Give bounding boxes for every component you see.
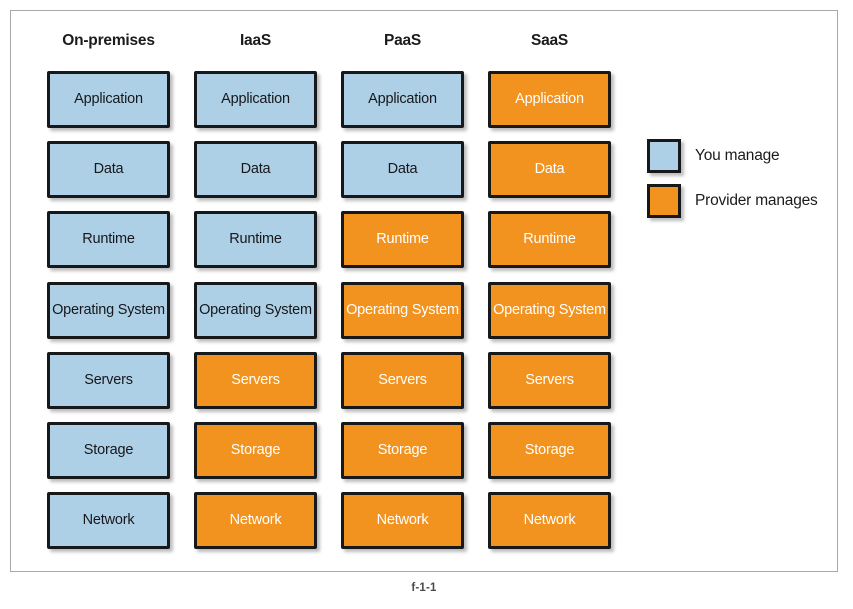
layer-box-label: Application [515, 90, 584, 107]
layer-box-label: Operating System [52, 301, 165, 318]
legend-label-you: You manage [695, 147, 780, 164]
layer-box-paas-runtime: Runtime [341, 211, 464, 268]
layer-box-label: Storage [524, 441, 575, 458]
layer-box-paas-storage: Storage [341, 422, 464, 479]
layer-box-paas-servers: Servers [341, 352, 464, 409]
layer-box-iaas-application: Application [194, 71, 317, 128]
legend-swatch-you [647, 139, 681, 173]
layer-box-iaas-servers: Servers [194, 352, 317, 409]
layer-box-paas-operating-system: Operating System [341, 282, 464, 339]
layer-box-label: Runtime [229, 230, 282, 247]
column-header-on-premises: On-premises [62, 32, 155, 49]
column-header-saas: SaaS [530, 32, 569, 49]
column-header-iaas: IaaS [239, 32, 272, 49]
layer-box-label: Storage [83, 441, 134, 458]
layer-box-on-premises-data: Data [47, 141, 170, 198]
layer-box-saas-data: Data [488, 141, 611, 198]
layer-box-saas-application: Application [488, 71, 611, 128]
layer-box-on-premises-network: Network [47, 492, 170, 549]
layer-box-label: Data [534, 160, 565, 177]
layer-box-iaas-data: Data [194, 141, 317, 198]
layer-box-label: Operating System [199, 301, 312, 318]
layer-box-label: Application [74, 90, 143, 107]
layer-box-label: Network [82, 511, 135, 528]
layer-box-label: Servers [525, 371, 574, 388]
layer-box-saas-runtime: Runtime [488, 211, 611, 268]
layer-box-paas-network: Network [341, 492, 464, 549]
layer-box-iaas-storage: Storage [194, 422, 317, 479]
layer-box-label: Network [523, 511, 576, 528]
layer-box-iaas-operating-system: Operating System [194, 282, 317, 339]
layer-box-label: Data [93, 160, 124, 177]
layer-box-label: Application [221, 90, 290, 107]
layer-box-label: Data [387, 160, 418, 177]
legend-item-you: You manage [647, 139, 837, 173]
layer-box-on-premises-application: Application [47, 71, 170, 128]
layer-box-label: Storage [377, 441, 428, 458]
layer-box-saas-network: Network [488, 492, 611, 549]
figure-caption: f-1-1 [411, 582, 437, 594]
layer-box-on-premises-servers: Servers [47, 352, 170, 409]
legend-item-provider: Provider manages [647, 184, 837, 218]
layer-box-on-premises-operating-system: Operating System [47, 282, 170, 339]
layer-box-iaas-network: Network [194, 492, 317, 549]
layer-box-label: Operating System [493, 301, 606, 318]
layer-box-label: Runtime [376, 230, 429, 247]
layer-box-label: Servers [84, 371, 133, 388]
layer-box-label: Servers [231, 371, 280, 388]
layer-box-on-premises-storage: Storage [47, 422, 170, 479]
layer-box-label: Network [376, 511, 429, 528]
layer-box-label: Runtime [82, 230, 135, 247]
layer-box-on-premises-runtime: Runtime [47, 211, 170, 268]
layer-box-label: Network [229, 511, 282, 528]
legend-swatch-provider [647, 184, 681, 218]
column-header-paas: PaaS [383, 32, 422, 49]
layer-box-label: Operating System [346, 301, 459, 318]
layer-box-label: Storage [230, 441, 281, 458]
layer-box-label: Application [368, 90, 437, 107]
legend-label-provider: Provider manages [695, 192, 818, 209]
layer-box-saas-storage: Storage [488, 422, 611, 479]
layer-box-paas-application: Application [341, 71, 464, 128]
layer-box-iaas-runtime: Runtime [194, 211, 317, 268]
figure-frame: On-premises IaaS PaaS SaaS Application Applic… [10, 10, 838, 572]
cloud-responsibility-diagram: On-premises IaaS PaaS SaaS Application Applic… [11, 11, 839, 573]
layer-box-saas-operating-system: Operating System [488, 282, 611, 339]
layer-box-label: Servers [378, 371, 427, 388]
layer-box-saas-servers: Servers [488, 352, 611, 409]
layer-box-label: Data [240, 160, 271, 177]
layer-box-label: Runtime [523, 230, 576, 247]
layer-box-paas-data: Data [341, 141, 464, 198]
